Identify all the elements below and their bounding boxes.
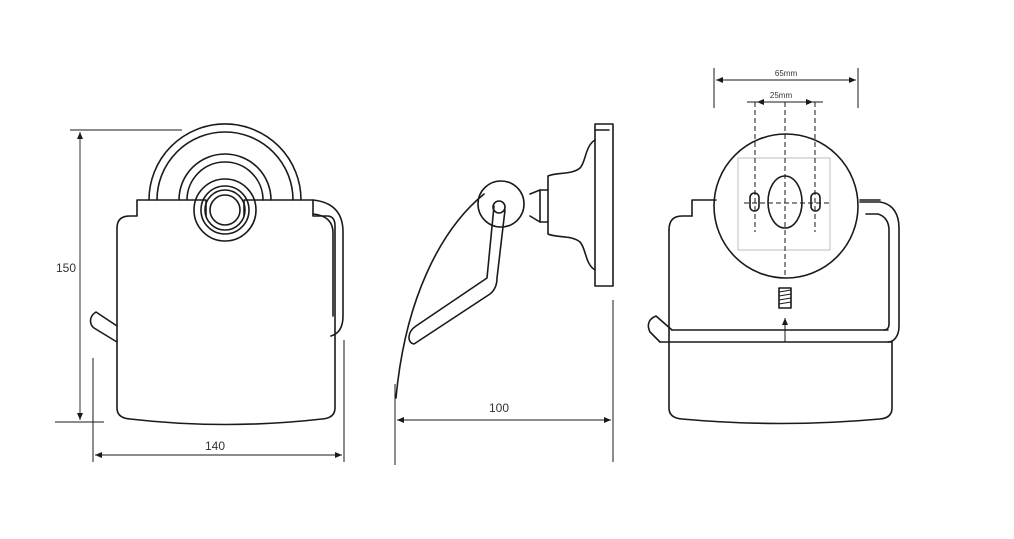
side-neck-lines: [539, 189, 549, 223]
front-rosette-outer: [148, 123, 302, 201]
back-side-arm-inner: [865, 213, 890, 331]
back-side-arm: [859, 201, 900, 343]
front-hub-outer: [193, 178, 257, 242]
front-cover: [116, 199, 336, 426]
outer-spacing-label: 65mm: [775, 69, 798, 78]
side-view: [395, 123, 614, 399]
front-dimensions: 150 140: [55, 129, 345, 462]
side-base-flange: [547, 139, 596, 271]
side-dimensions: 100: [394, 300, 614, 465]
back-lever: [647, 315, 673, 343]
height-dimension-label: 150: [56, 261, 76, 275]
side-hinge-pin: [492, 200, 506, 214]
depth-dimension-label: 100: [489, 401, 509, 415]
mounting-plate: [737, 157, 831, 251]
inner-spacing-label: 25mm: [770, 91, 793, 100]
back-rosette: [713, 133, 859, 279]
front-side-arm: [312, 199, 344, 337]
front-lever: [89, 311, 118, 343]
front-view: [89, 123, 344, 426]
back-cover: [668, 199, 893, 425]
front-hub-inner: [200, 185, 250, 235]
side-wall-plate: [594, 123, 614, 287]
front-rosette-mid-inner: [186, 161, 264, 201]
front-side-arm-inner: [312, 213, 334, 317]
back-view: [647, 102, 900, 425]
front-rosette-outer-inner: [156, 131, 294, 201]
back-dimensions: 65mm 25mm: [713, 68, 859, 108]
front-rosette-mid: [178, 153, 272, 201]
back-cover-corner: [668, 215, 693, 231]
side-arm: [408, 205, 506, 345]
side-neck: [529, 189, 541, 223]
side-hinge-ball: [477, 180, 525, 228]
front-hub-knob-inner: [209, 194, 241, 226]
side-cover-arc: [395, 193, 485, 399]
front-hub-knob: [204, 189, 246, 231]
width-dimension-label: 140: [205, 439, 225, 453]
set-screw-thread: [778, 289, 792, 305]
